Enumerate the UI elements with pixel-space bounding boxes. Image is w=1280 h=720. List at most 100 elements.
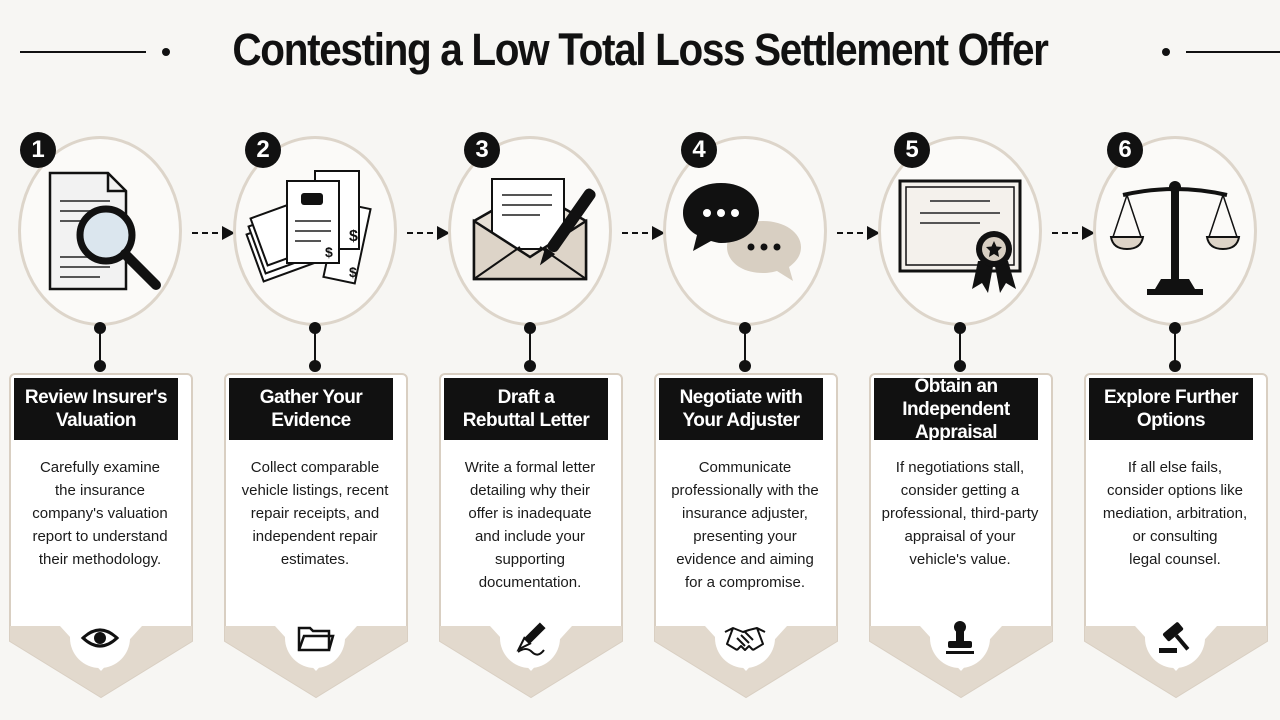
connector-arrow	[622, 226, 665, 240]
step-card	[9, 373, 193, 699]
step-number-badge: 5	[894, 132, 930, 168]
step-description: Write a formal letter detailing why thei…	[442, 456, 618, 594]
step-description: If negotiations stall, consider getting …	[872, 456, 1048, 571]
connector-arrow	[837, 226, 880, 240]
description-line: professional, third-party	[881, 505, 1039, 522]
step-illustration-circle	[448, 136, 612, 326]
description-line: and include your	[474, 528, 586, 545]
step-title: Gather Your Evidence	[229, 378, 393, 440]
step-illustration-circle	[663, 136, 827, 326]
description-line: mediation, arbitration,	[1102, 505, 1248, 522]
connector-arrow	[192, 226, 235, 240]
stem-dot	[524, 360, 536, 372]
connector-stem	[744, 326, 746, 366]
step-description: If all else fails, consider options like…	[1087, 456, 1263, 571]
step-card	[224, 373, 408, 699]
step-title-line: Options	[1136, 410, 1206, 431]
pen-nib-icon	[500, 608, 560, 668]
step-description: Collect comparable vehicle listings, rec…	[227, 456, 403, 571]
description-line: Carefully examine	[39, 459, 161, 476]
eye-icon	[70, 608, 130, 668]
step-title: Explore Further Options	[1089, 378, 1253, 440]
description-line: company's valuation	[32, 505, 168, 522]
step-title-line: Evidence	[271, 410, 351, 431]
svg-text:$: $	[349, 264, 357, 280]
stem-dot	[739, 322, 751, 334]
step-5: 5 Obtain an Independent Appraisal If neg…	[860, 128, 1060, 703]
step-description: Carefully examine the insurance company'…	[12, 456, 188, 571]
description-line: supporting	[494, 551, 566, 568]
description-line: their methodology.	[38, 551, 162, 568]
step-card	[1084, 373, 1268, 699]
description-line: consider options like	[1107, 482, 1243, 499]
description-line: for a compromise.	[684, 574, 806, 591]
stem-dot	[524, 322, 536, 334]
step-title-line: Your Adjuster	[682, 410, 800, 431]
description-line: documentation.	[478, 574, 582, 591]
step-number-badge: 4	[681, 132, 717, 168]
description-line: independent repair	[252, 528, 378, 545]
stem-dot	[309, 322, 321, 334]
magnifier-document-icon	[48, 171, 161, 291]
description-line: professionally with the	[671, 482, 819, 499]
description-line: Write a formal letter	[464, 459, 596, 476]
step-6: 6 Explore Further Options If all else fa…	[1075, 128, 1275, 703]
step-card	[654, 373, 838, 699]
description-line: Communicate	[698, 459, 792, 476]
page-title: Contesting a Low Total Loss Settlement O…	[232, 24, 1049, 75]
step-number-badge: 1	[20, 132, 56, 168]
envelope-pen-icon	[472, 178, 596, 281]
step-title-line: Rebuttal Letter	[462, 410, 590, 431]
step-title-line: Negotiate with	[679, 387, 803, 408]
step-illustration-circle: $ $ $	[233, 136, 397, 326]
title-dot-right	[1162, 48, 1170, 56]
title-dot-left	[162, 48, 170, 56]
gavel-icon	[1145, 608, 1205, 668]
step-title-line: Review Insurer's	[24, 387, 168, 408]
certificate-icon	[898, 179, 1022, 293]
step-3: 3 Draft a Rebuttal Letter Write a formal…	[430, 128, 630, 703]
connector-stem	[529, 326, 531, 366]
step-description: Communicate professionally with the insu…	[657, 456, 833, 594]
description-line: repair receipts, and	[250, 505, 380, 522]
svg-text:$: $	[349, 228, 358, 245]
description-line: offer is inadequate	[468, 505, 592, 522]
description-line: the insurance	[54, 482, 146, 499]
stem-dot	[954, 322, 966, 334]
description-line: report to understand	[32, 528, 168, 545]
description-line: If all else fails,	[1127, 459, 1223, 476]
step-title-line: Valuation	[56, 410, 136, 431]
step-title: Draft a Rebuttal Letter	[444, 378, 608, 440]
svg-text:$: $	[325, 244, 333, 260]
connector-stem	[99, 326, 101, 366]
connector-stem	[1174, 326, 1176, 366]
stem-dot	[94, 360, 106, 372]
title-row: Contesting a Low Total Loss Settlement O…	[0, 22, 1280, 82]
description-line: vehicle's value.	[909, 551, 1011, 568]
stem-dot	[94, 322, 106, 334]
stem-dot	[954, 360, 966, 372]
stem-dot	[739, 360, 751, 372]
handshake-icon	[715, 608, 775, 668]
title-rule-left	[20, 51, 146, 53]
description-line: or consulting	[1132, 528, 1218, 545]
chat-bubbles-icon	[683, 183, 801, 281]
description-line: estimates.	[280, 551, 350, 568]
description-line: detailing why their	[469, 482, 591, 499]
step-4: 4 Negotiate with Your Adjuster Communica…	[645, 128, 845, 703]
connector-arrow	[407, 226, 450, 240]
description-line: evidence and aiming	[676, 551, 814, 568]
description-line: legal counsel.	[1129, 551, 1221, 568]
folder-icon	[285, 608, 345, 668]
step-title: Review Insurer's Valuation	[14, 378, 178, 440]
step-title-line: Draft a	[497, 387, 555, 408]
stamp-icon	[930, 608, 990, 668]
step-number-badge: 6	[1107, 132, 1143, 168]
description-line: vehicle listings, recent	[241, 482, 389, 499]
step-card	[869, 373, 1053, 699]
step-illustration-circle	[878, 136, 1042, 326]
stem-dot	[1169, 360, 1181, 372]
description-line: insurance adjuster,	[682, 505, 808, 522]
scales-icon	[1109, 181, 1241, 295]
step-title: Negotiate with Your Adjuster	[659, 378, 823, 440]
